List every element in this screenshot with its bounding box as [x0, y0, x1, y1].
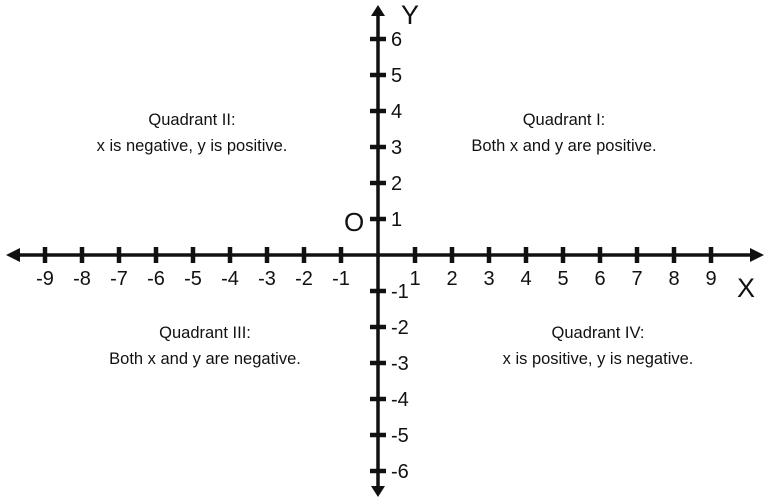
x-tick-label: -3 — [258, 268, 276, 290]
x-tick-label: 5 — [557, 268, 568, 290]
x-tick-label: 4 — [520, 268, 531, 290]
quadrant-3-label: Quadrant III: Both x and y are negative. — [45, 320, 365, 372]
quadrant-1-label: Quadrant I: Both x and y are positive. — [404, 107, 724, 159]
x-tick-label: 8 — [668, 268, 679, 290]
quadrant-4-title: Quadrant IV: — [551, 324, 645, 342]
x-tick-label: -9 — [36, 268, 54, 290]
x-tick-label: -8 — [73, 268, 91, 290]
y-tick-label: 5 — [391, 65, 402, 87]
y-tick-label: -5 — [391, 425, 409, 447]
x-tick-label: 6 — [594, 268, 605, 290]
y-tick-label: -1 — [391, 281, 409, 303]
y-axis-bottom-arrow — [371, 486, 385, 497]
x-tick-label: 7 — [631, 268, 642, 290]
y-tick-label: -2 — [391, 317, 409, 339]
quadrant-4-description: x is positive, y is negative. — [502, 350, 694, 368]
origin-label: O — [344, 207, 365, 237]
quadrant-3-title: Quadrant III: — [159, 324, 251, 342]
x-tick-label: -1 — [332, 268, 350, 290]
y-axis-letter: Y — [401, 0, 420, 30]
quadrant-1-description: Both x and y are positive. — [471, 137, 657, 155]
x-tick-label: 9 — [705, 268, 716, 290]
y-tick-label: -6 — [391, 461, 409, 483]
quadrant-4-label: Quadrant IV: x is positive, y is negativ… — [438, 320, 758, 372]
y-tick-label: 2 — [391, 173, 402, 195]
x-axis-left-arrow — [6, 248, 20, 262]
y-tick-label: 1 — [391, 209, 402, 231]
x-axis-right-arrow — [750, 248, 764, 262]
y-tick-label: 6 — [391, 29, 402, 51]
x-tick-label: -4 — [221, 268, 239, 290]
y-tick-label: -3 — [391, 353, 409, 375]
x-tick-label: -6 — [147, 268, 165, 290]
y-tick-label: -4 — [391, 389, 409, 411]
x-tick-label: -5 — [184, 268, 202, 290]
x-tick-label: 1 — [409, 268, 420, 290]
x-tick-label: -7 — [110, 268, 128, 290]
x-tick-label: 2 — [446, 268, 457, 290]
y-tick-label: 4 — [391, 101, 402, 123]
y-tick-label: 3 — [391, 137, 402, 159]
x-tick-label: -2 — [295, 268, 313, 290]
quadrant-1-title: Quadrant I: — [522, 111, 606, 129]
quadrant-3-description: Both x and y are negative. — [109, 350, 301, 368]
x-axis-letter: X — [737, 273, 756, 303]
quadrant-2-label: Quadrant II: x is negative, y is positiv… — [32, 107, 352, 159]
x-tick-label: 3 — [483, 268, 494, 290]
quadrant-2-title: Quadrant II: — [148, 111, 236, 129]
quadrant-2-description: x is negative, y is positive. — [96, 137, 288, 155]
y-axis-top-arrow — [371, 5, 385, 16]
